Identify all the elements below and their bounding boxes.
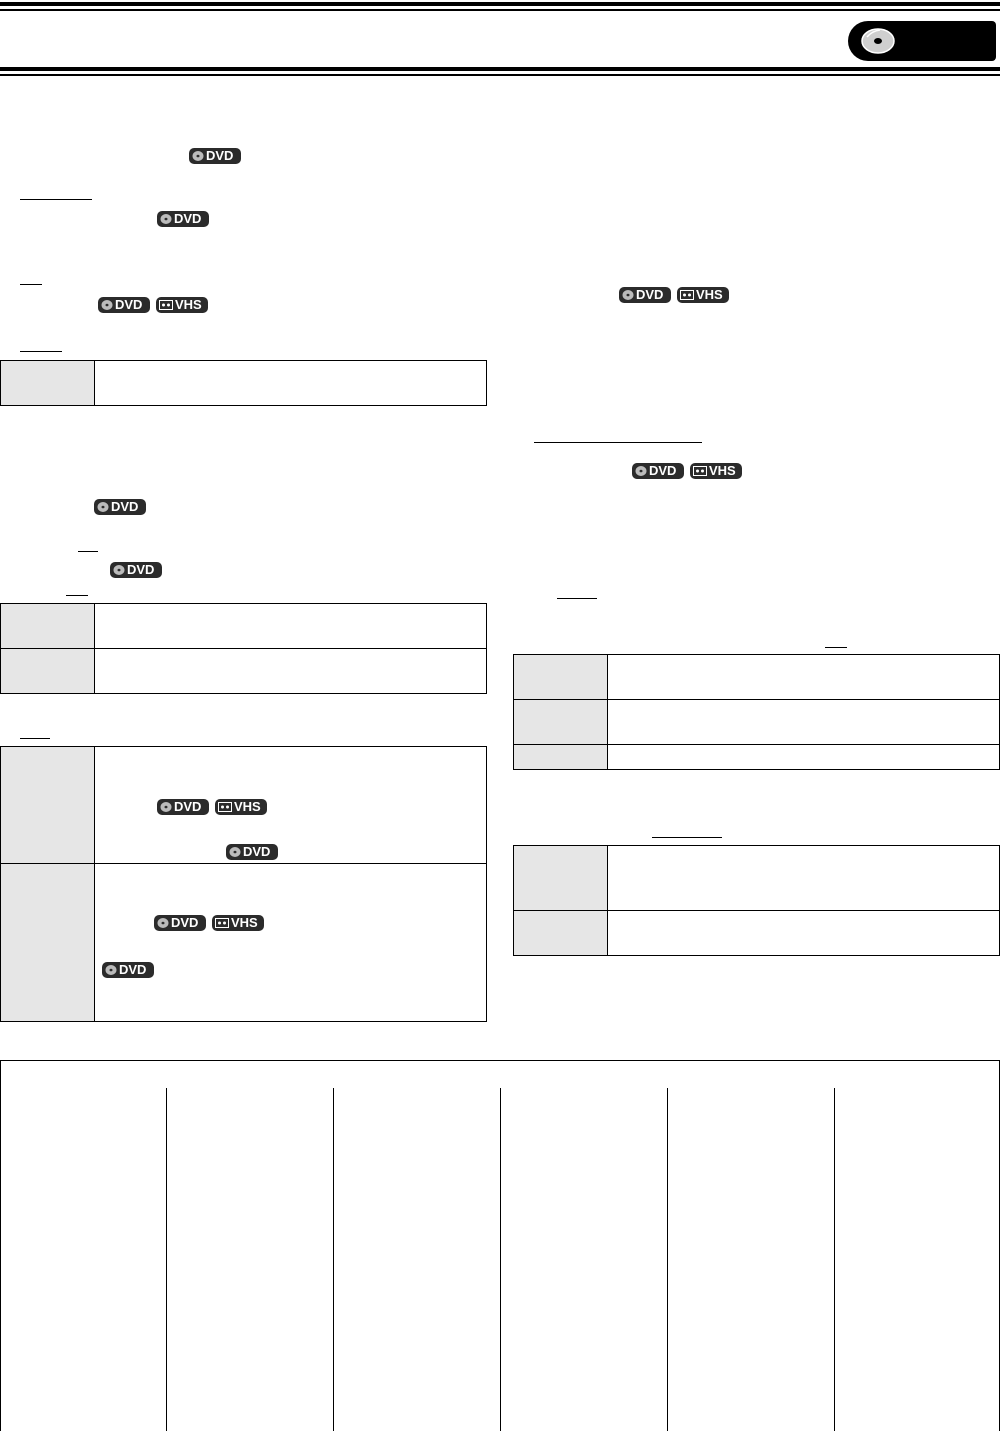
table [513,654,1000,770]
table [513,845,1000,956]
table [0,603,487,694]
table-row-divider [1,648,486,649]
dvd-badge: DVD [632,463,684,479]
table-label-cell [1,361,95,405]
disc-icon [192,151,204,161]
disc-icon [101,300,113,310]
table-row-divider [514,744,999,745]
column-divider [333,1088,334,1431]
vhs-badge-label: VHS [231,915,258,930]
underline [66,595,88,596]
disc-icon [105,965,117,975]
disc-icon [113,565,125,575]
dvd-badge-label: DVD [174,211,202,226]
disc-icon [160,214,172,224]
table [0,746,487,1022]
vhs-badge: VHS [212,915,264,931]
cassette-icon [215,918,229,928]
underline [20,738,50,739]
disc-icon [622,290,634,300]
header-top-rule-thick [0,2,1000,6]
dvd-badge-label: DVD [243,844,271,859]
dvd-badge: DVD [102,962,154,978]
underline [20,351,62,352]
dvd-badge-label: DVD [115,297,143,312]
dvd-badge-label: DVD [206,148,234,163]
header-bottom-rule-thin [0,74,1000,76]
cassette-icon [159,300,173,310]
underline [20,284,42,285]
table-row-divider [514,699,999,700]
dvd-badge: DVD [157,799,209,815]
dvd-badge: DVD [98,297,150,313]
column-divider [667,1088,668,1431]
dvd-badge: DVD [189,148,241,164]
column-divider [834,1088,835,1431]
dvd-badge-label: DVD [111,499,139,514]
vhs-badge: VHS [690,463,742,479]
dvd-badge: DVD [94,499,146,515]
dvd-badge-label: DVD [119,962,147,977]
vhs-badge: VHS [156,297,208,313]
dvd-badge: DVD [226,844,278,860]
vhs-badge-label: VHS [709,463,736,478]
cassette-icon [218,802,232,812]
section-tab [848,21,996,61]
dvd-badge: DVD [157,211,209,227]
disc-icon [635,466,647,476]
vhs-badge: VHS [677,287,729,303]
underline [20,199,92,200]
vhs-badge-label: VHS [234,799,261,814]
table-row-divider [514,910,999,911]
dvd-badge-label: DVD [636,287,664,302]
underline [534,442,702,443]
dvd-badge-label: DVD [649,463,677,478]
column-divider [500,1088,501,1431]
column-divider [166,1088,167,1431]
table-row-divider [1,863,486,864]
underline [652,837,722,838]
header-bottom-rule-thick [0,67,1000,71]
cassette-icon [693,466,707,476]
disc-icon [97,502,109,512]
dvd-badge: DVD [154,915,206,931]
vhs-badge: VHS [215,799,267,815]
dvd-badge: DVD [110,562,162,578]
table-label-cell [514,846,608,955]
underline [78,551,98,552]
dvd-badge-label: DVD [127,562,155,577]
table-label-cell [514,655,608,769]
dvd-badge-label: DVD [174,799,202,814]
disc-icon [160,802,172,812]
dvd-badge: DVD [619,287,671,303]
vhs-badge-label: VHS [696,287,723,302]
dvd-badge-label: DVD [171,915,199,930]
vhs-badge-label: VHS [175,297,202,312]
table [0,360,487,406]
table-label-cell [1,747,95,1021]
header-top-rule-thin [0,9,1000,11]
underline [825,647,847,648]
disc-icon [229,847,241,857]
disc-icon [861,28,895,54]
underline [557,598,597,599]
cassette-icon [680,290,694,300]
disc-icon [157,918,169,928]
